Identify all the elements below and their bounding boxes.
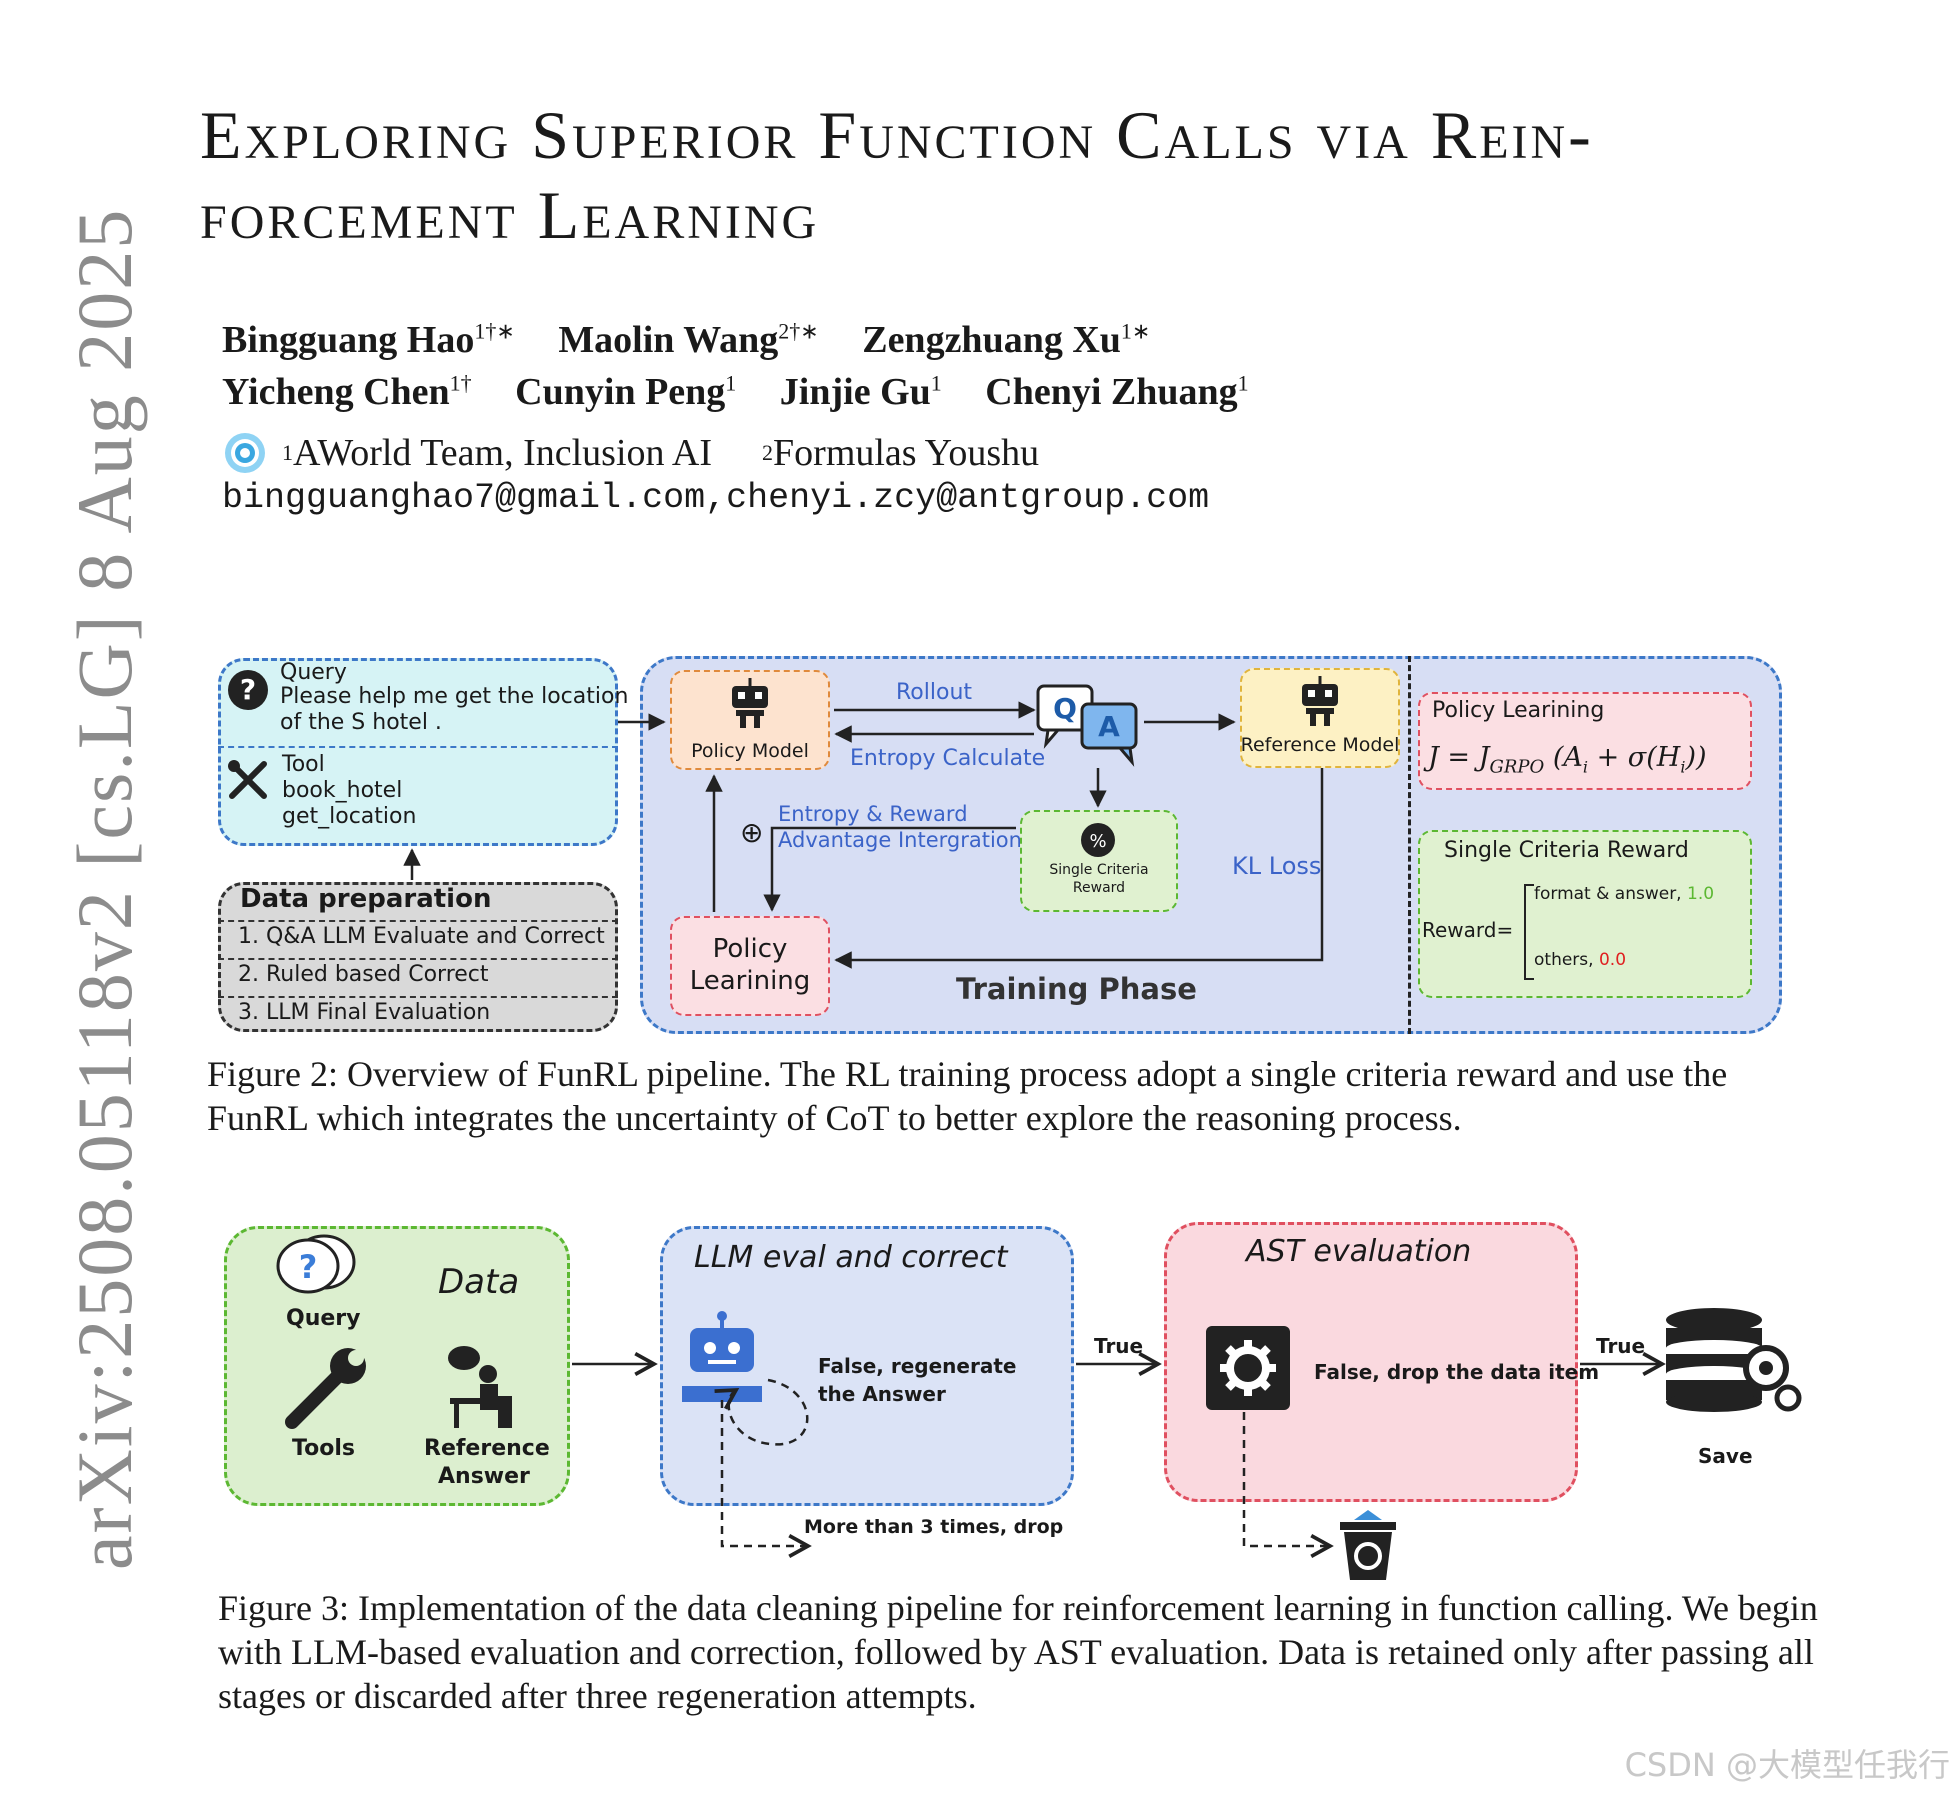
author: Yicheng Chen1† xyxy=(222,370,472,413)
aworld-logo-icon xyxy=(225,433,265,473)
tool-title: Tool xyxy=(282,752,325,777)
plus-circle-icon: ⊕ xyxy=(740,816,764,849)
tool-item: get_location xyxy=(282,804,417,829)
author-row-2: Yicheng Chen1† Cunyin Peng1 Jinjie Gu1 C… xyxy=(222,370,1283,414)
csdn-watermark: CSDN @大模型任我行 xyxy=(1624,1746,1950,1784)
gear-icon xyxy=(1206,1326,1290,1410)
query-title: Query xyxy=(280,660,347,685)
save-label: Save xyxy=(1698,1444,1753,1468)
author: Jinjie Gu1 xyxy=(779,370,942,413)
reward-percent-icon: % xyxy=(1081,823,1115,857)
true-label: True xyxy=(1094,1334,1144,1358)
query-tool-box xyxy=(218,658,618,846)
query-text: Please help me get the location xyxy=(280,684,629,709)
robot-icon xyxy=(1302,676,1338,726)
wrench-icon xyxy=(285,1348,366,1429)
data-prep-item: 3. LLM Final Evaluation xyxy=(238,1000,491,1025)
grpo-formula: J = JGRPO (Ai + σ(Hi)) xyxy=(1428,742,1707,778)
svg-text:?: ? xyxy=(240,673,256,706)
query-text: of the S hotel . xyxy=(280,710,442,735)
divider xyxy=(218,958,618,960)
single-criteria-reward-panel xyxy=(1418,830,1752,998)
question-icon: ? xyxy=(228,670,268,710)
recycle-bin-icon xyxy=(1340,1510,1396,1580)
policy-learning-box xyxy=(670,916,830,1016)
affiliation-1: AWorld Team, Inclusion AI xyxy=(293,432,713,474)
data-preparation-box xyxy=(218,882,618,1032)
database-save-icon xyxy=(1666,1308,1802,1412)
tools-label: Tools xyxy=(292,1436,355,1461)
svg-text:%: % xyxy=(1089,831,1106,852)
reward-panel-title: Single Criteria Reward xyxy=(1444,838,1689,863)
reward-case-1: format & answer, 1.0 xyxy=(1534,884,1715,904)
svg-text:?: ? xyxy=(299,1248,318,1286)
reference-model-box xyxy=(1240,668,1400,768)
divider xyxy=(218,920,618,922)
reward-label: Reward= xyxy=(1422,918,1514,942)
reference-answer-label: Reference xyxy=(424,1436,550,1461)
author: Chenyi Zhuang1 xyxy=(985,370,1249,413)
rollout-label: Rollout xyxy=(896,680,973,705)
data-preparation-title: Data preparation xyxy=(240,884,492,914)
single-criteria-reward-label: Single Criteria xyxy=(1049,862,1149,878)
query-label: Query xyxy=(286,1306,361,1331)
policy-learning-formula-panel xyxy=(1418,692,1752,790)
entropy-reward-label: Entropy & Reward xyxy=(778,802,968,826)
query-bubbles-icon: ? xyxy=(276,1234,356,1294)
author-row-1: Bingguang Hao1†∗ Maolin Wang2†∗ Zengzhua… xyxy=(222,318,1184,362)
figure-3-caption: Figure 3: Implementation of the data cle… xyxy=(218,1588,1818,1716)
policy-learning-label: Policy xyxy=(712,934,788,964)
policy-learning-panel-title: Policy Learining xyxy=(1432,698,1605,723)
false-regenerate-label: the Answer xyxy=(818,1382,946,1406)
more-than-3-times-label: More than 3 times, drop xyxy=(804,1516,1064,1538)
data-label: Data xyxy=(438,1262,520,1302)
paper-title-line1: Exploring Superior Function Calls via Re… xyxy=(200,97,1594,173)
training-phase-label: Training Phase xyxy=(956,972,1197,1006)
llm-eval-title: LLM eval and correct xyxy=(694,1240,1008,1275)
author: Maolin Wang2†∗ xyxy=(558,318,819,361)
policy-learning-label: Learining xyxy=(689,966,811,996)
author: Bingguang Hao1†∗ xyxy=(222,318,515,361)
reward-case-2: others, 0.0 xyxy=(1534,950,1627,970)
data-prep-item: 1. Q&A LLM Evaluate and Correct xyxy=(238,924,605,949)
author: Cunyin Peng1 xyxy=(515,370,737,413)
policy-model-label: Policy Model xyxy=(691,740,809,762)
affiliation-2: Formulas Youshu xyxy=(773,432,1040,474)
author: Zengzhuang Xu1∗ xyxy=(862,318,1151,361)
reference-model-label: Reference Model xyxy=(1240,734,1400,756)
paper-title-line2: forcement Learning xyxy=(200,177,820,253)
training-panel-divider xyxy=(1408,656,1411,1034)
reward-brace xyxy=(1524,884,1534,980)
svg-text:A: A xyxy=(1098,710,1120,743)
true-label: True xyxy=(1596,1334,1646,1358)
reference-answer-label: Answer xyxy=(438,1464,530,1489)
false-drop-label: False, drop the data item xyxy=(1314,1360,1600,1384)
query-tool-divider xyxy=(218,746,618,748)
robot-icon xyxy=(732,678,768,728)
figure-2-caption: Figure 2: Overview of FunRL pipeline. Th… xyxy=(207,1054,1728,1138)
tools-icon xyxy=(228,760,267,799)
ast-eval-title: AST evaluation xyxy=(1246,1234,1472,1269)
data-prep-item: 2. Ruled based Correct xyxy=(238,962,489,987)
author-emails: bingguanghao7@gmail.com,chenyi.zcy@antgr… xyxy=(222,478,1210,518)
false-regenerate-label: False, regenerate xyxy=(818,1354,1017,1378)
divider xyxy=(218,996,618,998)
policy-model-box xyxy=(670,670,830,770)
kl-loss-label: KL Loss xyxy=(1232,852,1322,880)
tool-item: book_hotel xyxy=(282,778,403,803)
entropy-calculate-label: Entropy Calculate xyxy=(850,746,1046,771)
advantage-integration-label: Advantage Intergration xyxy=(778,828,1022,852)
single-criteria-reward-label: Reward xyxy=(1072,880,1126,896)
svg-text:Q: Q xyxy=(1053,692,1077,725)
reference-answer-person-icon xyxy=(448,1346,512,1428)
qa-chat-icon: Q A xyxy=(1036,684,1138,767)
